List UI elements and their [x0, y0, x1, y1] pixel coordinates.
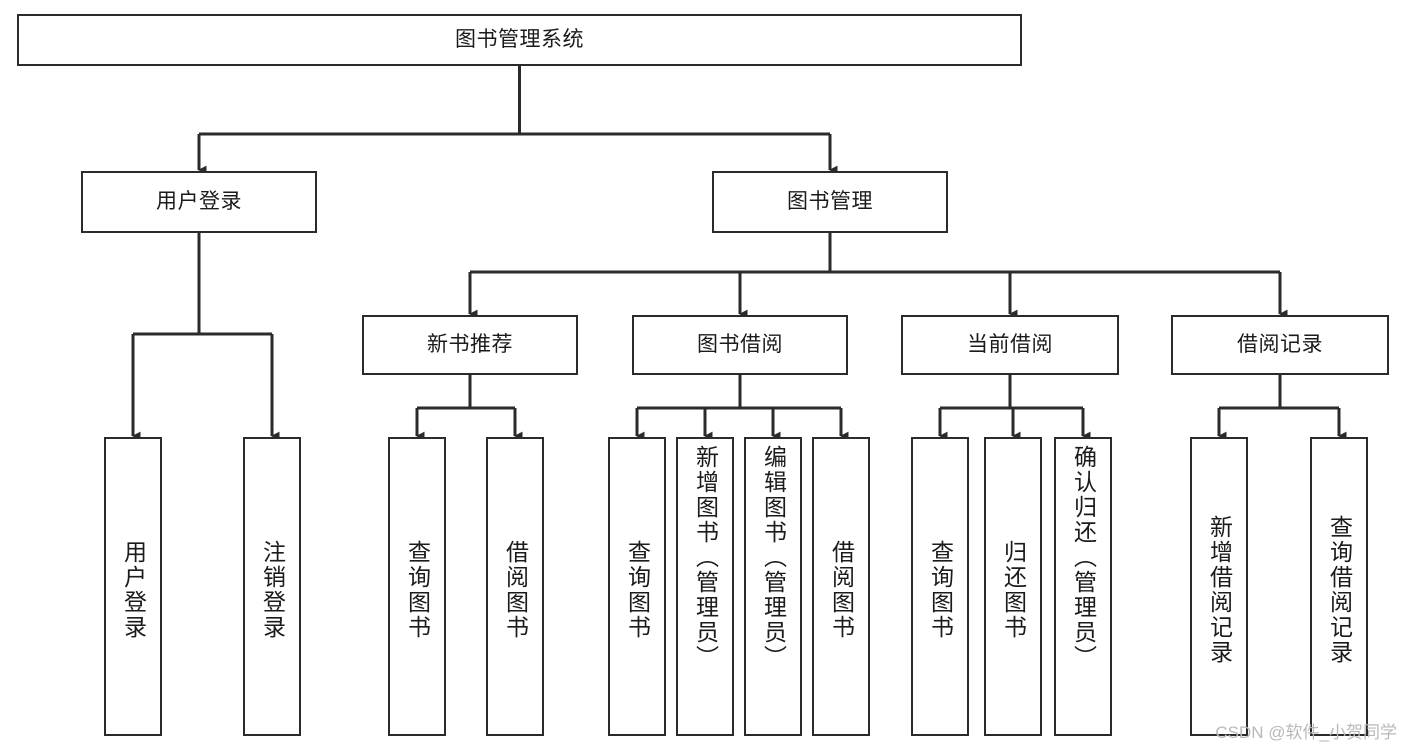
node-label-leaf-user-logout: 注销登录	[259, 539, 286, 640]
node-label-borrow-record: 借阅记录	[1237, 333, 1323, 357]
node-label-leaf-borrow-query-book: 查询图书	[624, 539, 651, 640]
node-current-borrow[interactable]: 当前借阅	[901, 315, 1119, 375]
node-leaf-rec-borrow-book[interactable]: 借阅图书	[486, 437, 544, 736]
node-book-borrow[interactable]: 图书借阅	[632, 315, 848, 375]
node-user-login[interactable]: 用户登录	[81, 171, 317, 233]
node-borrow-record[interactable]: 借阅记录	[1171, 315, 1389, 375]
node-leaf-rec-query-record[interactable]: 查询借阅记录	[1310, 437, 1368, 736]
node-leaf-user-logout[interactable]: 注销登录	[243, 437, 301, 736]
node-root[interactable]: 图书管理系统	[17, 14, 1022, 66]
node-leaf-rec-add-record[interactable]: 新增借阅记录	[1190, 437, 1248, 736]
node-leaf-cur-query-book[interactable]: 查询图书	[911, 437, 969, 736]
node-book-manage[interactable]: 图书管理	[712, 171, 948, 233]
node-label-leaf-rec-add-record: 新增借阅记录	[1206, 514, 1233, 665]
node-label-leaf-rec-borrow-book: 借阅图书	[502, 539, 529, 640]
node-label-leaf-rec-query-record: 查询借阅记录	[1326, 514, 1353, 665]
node-leaf-borrow-query-book[interactable]: 查询图书	[608, 437, 666, 736]
node-label-leaf-cur-query-book: 查询图书	[927, 539, 954, 640]
node-label-leaf-cur-confirm-return: 确认归还（管理员）	[1070, 445, 1097, 670]
node-label-leaf-borrow-add-book: 新增图书（管理员）	[692, 445, 719, 670]
node-label-leaf-user-login: 用户登录	[120, 539, 147, 640]
node-leaf-borrow-borrow-book[interactable]: 借阅图书	[812, 437, 870, 736]
watermark: CSDN @软件_小贺同学	[1215, 723, 1397, 742]
node-label-leaf-cur-return-book: 归还图书	[1000, 539, 1027, 640]
node-leaf-borrow-edit-book[interactable]: 编辑图书（管理员）	[744, 437, 802, 736]
node-label-root: 图书管理系统	[455, 28, 584, 52]
node-leaf-user-login[interactable]: 用户登录	[104, 437, 162, 736]
node-label-leaf-rec-query-book: 查询图书	[404, 539, 431, 640]
node-new-book-rec[interactable]: 新书推荐	[362, 315, 578, 375]
node-leaf-cur-confirm-return[interactable]: 确认归还（管理员）	[1054, 437, 1112, 736]
node-label-current-borrow: 当前借阅	[967, 333, 1053, 357]
connector-paths	[131, 66, 1347, 441]
node-label-new-book-rec: 新书推荐	[427, 333, 513, 357]
node-label-book-manage: 图书管理	[787, 190, 873, 214]
node-leaf-borrow-add-book[interactable]: 新增图书（管理员）	[676, 437, 734, 736]
node-label-user-login: 用户登录	[156, 190, 242, 214]
node-label-book-borrow: 图书借阅	[697, 333, 783, 357]
node-label-leaf-borrow-borrow-book: 借阅图书	[828, 539, 855, 640]
node-label-leaf-borrow-edit-book: 编辑图书（管理员）	[760, 445, 787, 670]
node-leaf-cur-return-book[interactable]: 归还图书	[984, 437, 1042, 736]
node-leaf-rec-query-book[interactable]: 查询图书	[388, 437, 446, 736]
